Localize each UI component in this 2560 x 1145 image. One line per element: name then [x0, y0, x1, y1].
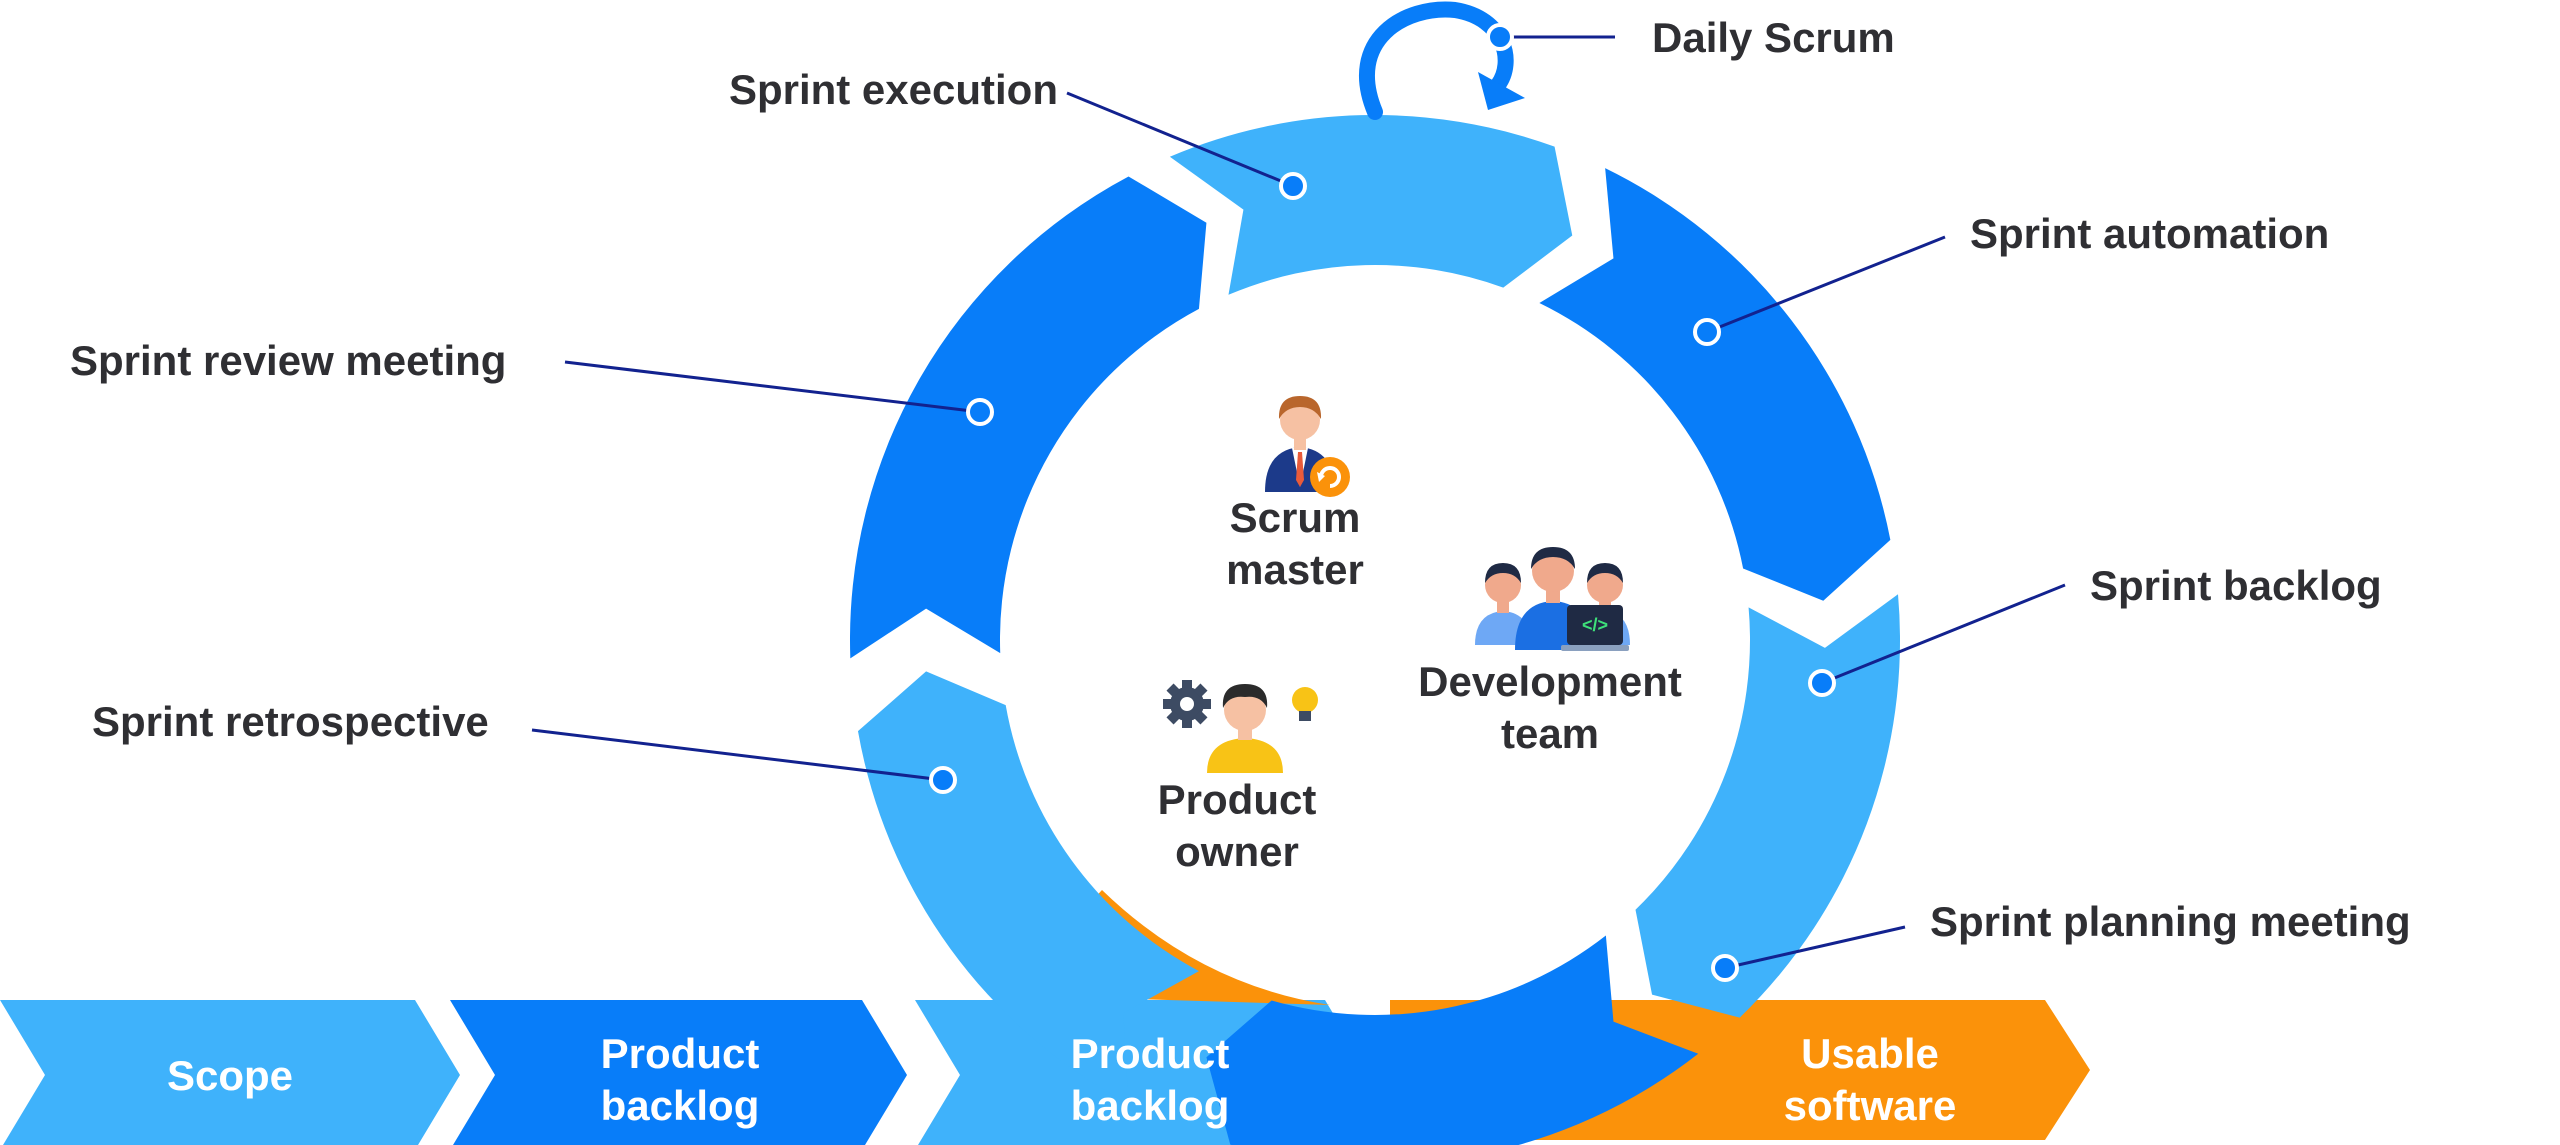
gear-icon: [1163, 680, 1211, 728]
stage-label-sprint-retrospective: Sprint retrospective: [92, 698, 489, 745]
cycle-segment-sprint-review-meeting: [850, 176, 1207, 659]
cycle-segment-sprint-planning-meeting: [1206, 935, 1699, 1145]
cycle-segment-sprint-backlog: [1635, 594, 1901, 1018]
product-owner-person-icon: [1163, 680, 1318, 773]
flow-step-product-backlog-1-shape: [450, 1000, 907, 1145]
flow-step-label: Usable: [1801, 1030, 1939, 1077]
flow-step-label: software: [1784, 1082, 1957, 1129]
stage-label-sprint-review-meeting: Sprint review meeting: [70, 337, 506, 384]
daily-scrum-label: Daily Scrum: [1652, 14, 1895, 61]
role-label-product-owner: Product: [1158, 776, 1317, 823]
role-label-scrum-master: master: [1226, 546, 1364, 593]
development-team-people-icon: </>: [1475, 547, 1630, 651]
leader-dot: [929, 766, 957, 794]
flow-step-label: backlog: [601, 1082, 760, 1129]
leader-dot: [1486, 23, 1514, 51]
leader-dot: [966, 398, 994, 426]
role-label-product-owner: owner: [1175, 828, 1299, 875]
scrum-cycle-ring: [850, 114, 1901, 1145]
stage-labels: Daily Scrum Sprint execution Sprint auto…: [70, 14, 2411, 945]
leader-dot: [1693, 318, 1721, 346]
flow-step-label: Product: [1071, 1030, 1230, 1077]
role-label-development-team: Development: [1418, 658, 1682, 705]
leader-dot: [1808, 669, 1836, 697]
flow-step-label: Product: [601, 1030, 760, 1077]
stage-label-sprint-automation: Sprint automation: [1970, 210, 2329, 257]
leader-dots: [929, 23, 1836, 982]
leader-dot: [1711, 954, 1739, 982]
role-label-scrum-master: Scrum: [1230, 494, 1361, 541]
flow-labels: Scope Product backlog Product backlog Us…: [167, 1030, 1956, 1129]
scrum-master-person-icon: [1265, 396, 1350, 497]
leader-lines: [531, 35, 2066, 970]
stage-label-sprint-backlog: Sprint backlog: [2090, 562, 2382, 609]
svg-text:</>: </>: [1582, 615, 1608, 635]
lightbulb-icon: [1292, 687, 1318, 721]
role-label-development-team: team: [1501, 710, 1599, 757]
leader-dot: [1279, 172, 1307, 200]
cycle-segment-sprint-automation: [1539, 168, 1891, 601]
stage-label-sprint-planning-meeting: Sprint planning meeting: [1930, 898, 2411, 945]
flow-step-label: Scope: [167, 1052, 293, 1099]
circular-arrow-icon: [1359, 1, 1525, 120]
cycle-segment-sprint-execution: [1169, 114, 1573, 295]
role-labels: Scrum master Development team Product ow…: [1158, 494, 1682, 875]
stage-label-sprint-execution: Sprint execution: [729, 66, 1058, 113]
flow-step-label: backlog: [1071, 1082, 1230, 1129]
flow-step-scope-shape: [0, 1000, 460, 1145]
